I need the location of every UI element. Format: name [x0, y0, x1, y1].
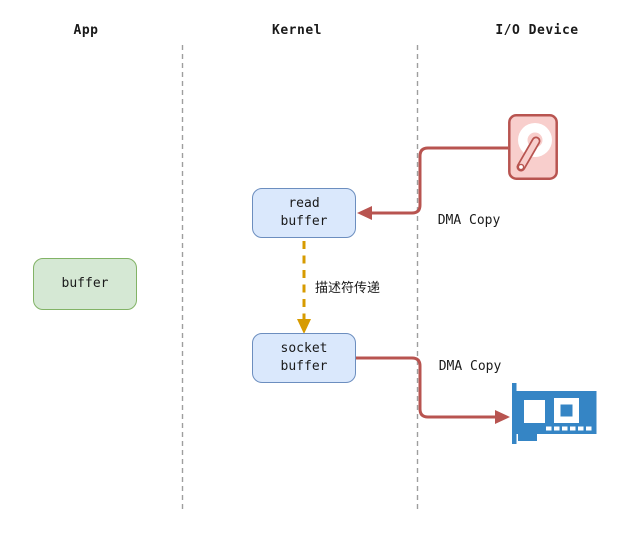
- arrowhead-socket-to-nic: [495, 410, 510, 424]
- nic-bracket: [512, 383, 517, 444]
- dma-copy-label-disk: DMA Copy: [437, 213, 501, 228]
- descriptor-pass-label: 描述符传递: [315, 281, 381, 296]
- nic-pins: [546, 426, 592, 431]
- app-buffer-node: buffer: [33, 258, 137, 310]
- lane-title-app: App: [73, 23, 99, 38]
- dma-copy-label-nic: DMA Copy: [438, 359, 502, 374]
- disk-arm: [518, 138, 539, 170]
- socket-buffer-node: socket buffer: [252, 333, 356, 383]
- network-card-icon: [512, 383, 597, 444]
- read-buffer-node: read buffer: [252, 188, 356, 238]
- hard-disk-icon: [508, 114, 558, 180]
- arrowhead-disk-to-read-buffer: [357, 206, 372, 220]
- nic-chip-2-core: [560, 404, 573, 417]
- lane-title-io-device: I/O Device: [495, 23, 579, 38]
- lane-title-kernel: Kernel: [272, 23, 322, 38]
- nic-chip-1: [524, 400, 545, 423]
- arrowhead-read-to-socket: [297, 319, 311, 334]
- nic-edge-tab: [518, 434, 537, 441]
- edge-disk-to-read-buffer: [371, 146, 508, 215]
- disk-arm-pivot: [517, 163, 525, 171]
- edge-socket-to-nic: [356, 356, 496, 419]
